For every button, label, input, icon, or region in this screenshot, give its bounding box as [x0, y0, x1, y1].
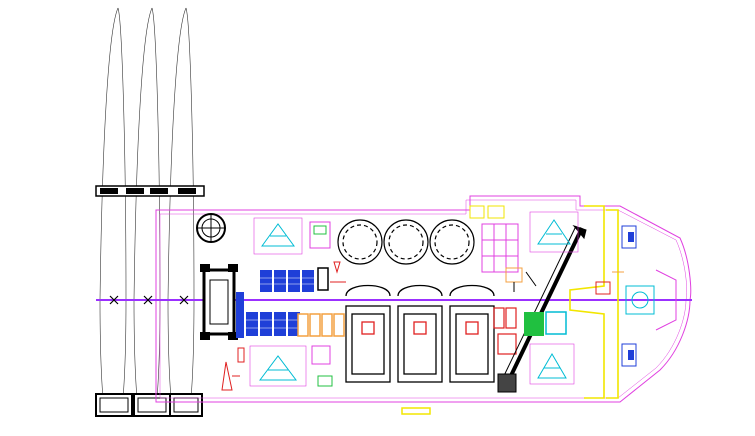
- magenta-panel: [481, 223, 519, 273]
- stinger-frame-bottom: [95, 393, 203, 417]
- carousel-1: [337, 219, 383, 265]
- offshore-crane: [497, 224, 587, 393]
- blue-containers-top: [260, 270, 314, 292]
- stinger-lines: [99, 7, 195, 411]
- a-frame: [200, 264, 238, 340]
- pyramid-right-top: [529, 211, 579, 253]
- blue-containers-bottom: [246, 312, 300, 336]
- red-equipment-left: [221, 347, 245, 391]
- misc-equipment-left: [309, 221, 346, 387]
- tensioner-2: [397, 284, 443, 383]
- pyramid-left-top: [253, 217, 303, 255]
- tensioner-3: [449, 284, 495, 383]
- bow-superstructure: [569, 205, 619, 399]
- carousels: [337, 219, 475, 265]
- crane-base: [196, 213, 226, 243]
- carousel-2: [383, 219, 429, 265]
- red-boxes-right: [493, 307, 517, 355]
- orange-containers: [297, 313, 345, 337]
- bow-details: [595, 225, 677, 367]
- pyramid-right-bottom: [529, 343, 575, 385]
- tensioners: [345, 284, 495, 383]
- container-hatch: [246, 277, 314, 329]
- stinger-frame-top: [95, 185, 205, 197]
- green-box: [524, 312, 544, 336]
- cyan-box: [545, 311, 567, 335]
- small-yellow-mark: [401, 407, 431, 415]
- blue-column: [236, 292, 244, 338]
- pyramid-left-bottom: [249, 345, 307, 387]
- centerline-markers: [109, 295, 189, 305]
- yellow-equipment: [469, 205, 537, 292]
- tensioner-1: [345, 284, 391, 383]
- carousel-3: [429, 219, 475, 265]
